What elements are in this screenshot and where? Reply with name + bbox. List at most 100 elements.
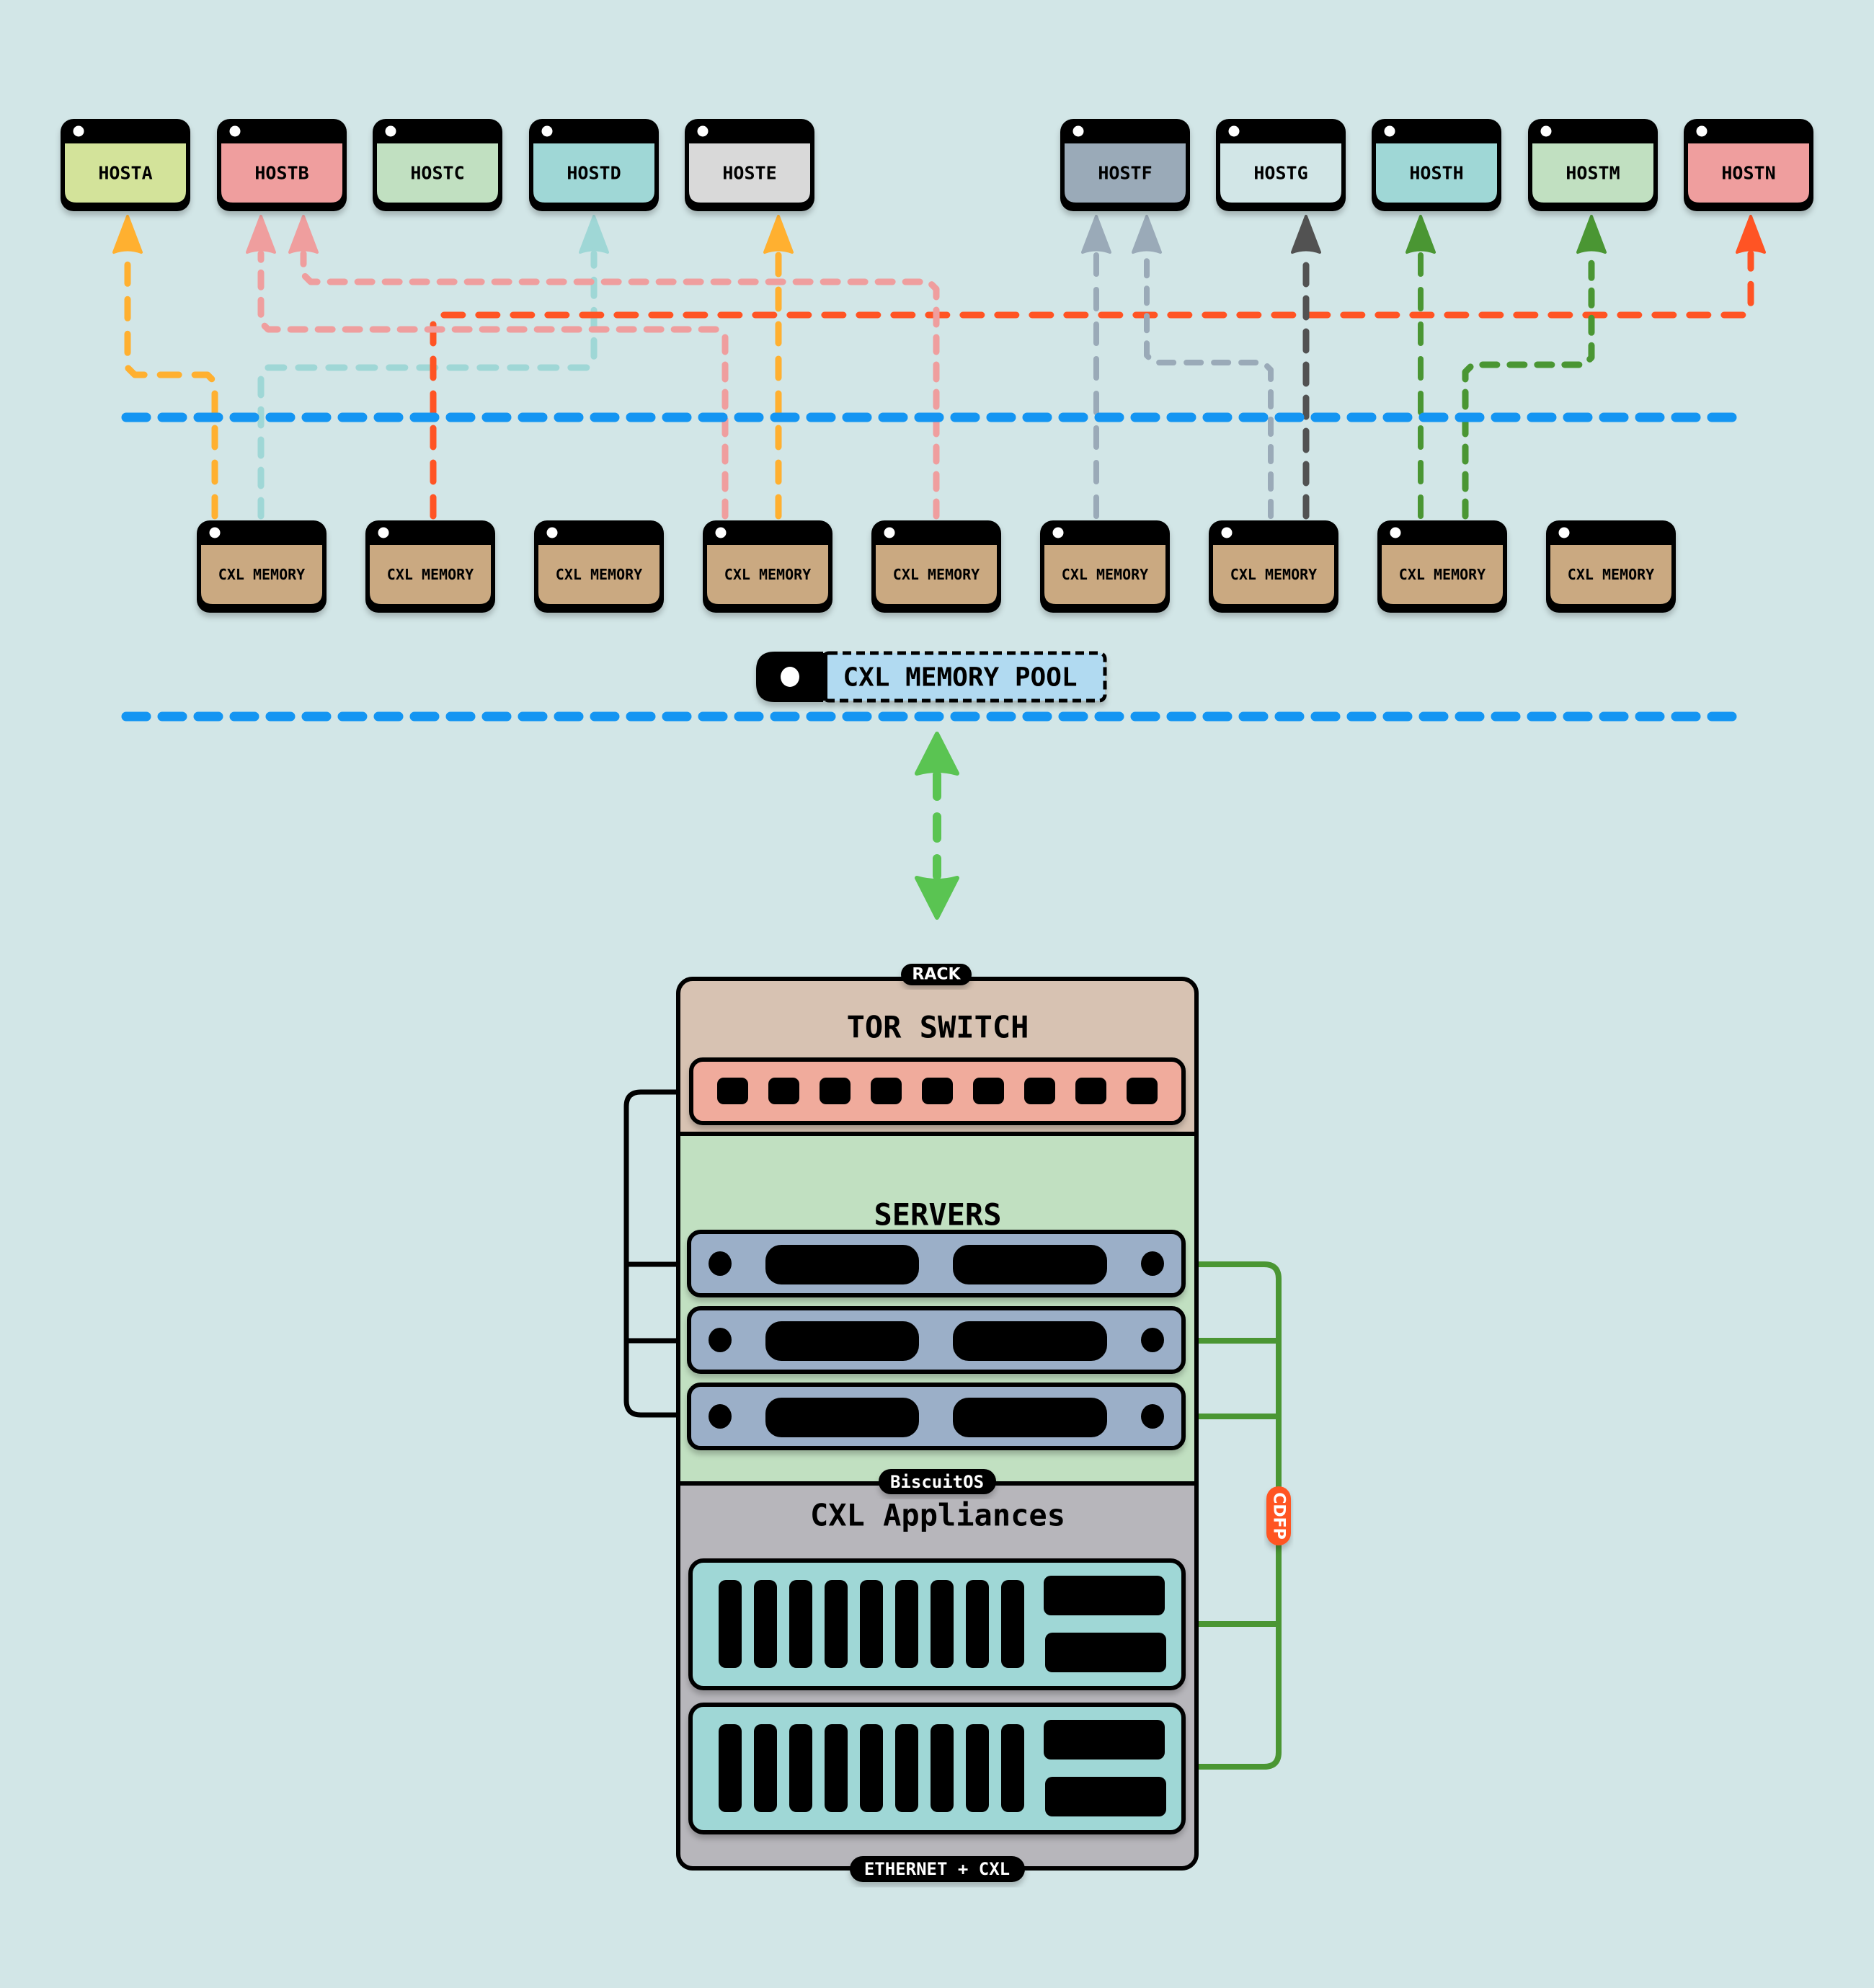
host-hosta-label: HOSTA (98, 163, 152, 184)
host-hostb-label: HOSTB (254, 163, 308, 184)
arrowhead-icon (246, 215, 276, 254)
window-dot-icon (1228, 125, 1240, 137)
cxl-appliance-2 (688, 1703, 1186, 1834)
drive-bay (953, 1245, 1107, 1284)
cxl-memory-9: CXL MEMORY (1546, 520, 1676, 613)
cxl-memory-row: CXL MEMORY CXL MEMORY CXL MEMORY CXL MEMORY… (197, 520, 1676, 613)
arrowhead-icon (1736, 215, 1766, 254)
link-memory-1-to-hostd (257, 215, 609, 520)
switch-port (871, 1078, 902, 1104)
arrowhead-icon (1576, 215, 1607, 254)
memory-slot (1001, 1580, 1024, 1668)
appliance-module (1044, 1576, 1165, 1615)
cxl-memory-4-label: CXL MEMORY (724, 566, 811, 583)
cxl-memory-1: CXL MEMORY (197, 520, 327, 613)
memory-slot (1001, 1724, 1024, 1812)
memory-slot (966, 1724, 989, 1812)
host-hoste: HOSTE (685, 119, 814, 211)
drive-bay (765, 1245, 919, 1284)
link-memory-7-to-hostf (1132, 215, 1274, 519)
memory-slot (860, 1724, 883, 1812)
cxl-memory-3: CXL MEMORY (534, 520, 664, 613)
window-dot-icon (209, 527, 221, 538)
window-dot-icon (1073, 125, 1084, 137)
cxl-appliances-title: CXL Appliances (810, 1498, 1065, 1533)
server-list (687, 1230, 1186, 1450)
cxl-memory-4: CXL MEMORY (703, 520, 832, 613)
host-hostn: HOSTN (1684, 119, 1813, 211)
cxl-memory-6: CXL MEMORY (1040, 520, 1170, 613)
server-led-icon (709, 1251, 732, 1276)
memory-slot (895, 1724, 918, 1812)
host-hosth-label: HOSTH (1409, 163, 1463, 184)
host-hostd-label: HOSTD (567, 163, 621, 184)
down-arrow-icon (915, 876, 959, 920)
link-memory-6-to-hostf (1081, 215, 1111, 519)
server-led-icon (709, 1404, 732, 1429)
host-hostm: HOSTM (1528, 119, 1658, 211)
cxl-memory-3-label: CXL MEMORY (556, 566, 642, 583)
host-hostb: HOSTB (217, 119, 347, 211)
switch-port (922, 1078, 953, 1104)
window-dot-icon (378, 527, 389, 538)
link-memory-8-to-hostm (1462, 215, 1607, 520)
host-hoste-label: HOSTE (722, 163, 776, 184)
memory-slot (895, 1580, 918, 1668)
server-led-icon (709, 1328, 732, 1352)
arrowhead-icon (1291, 215, 1321, 254)
cxl-memory-2: CXL MEMORY (365, 520, 495, 613)
switch-ports (717, 1078, 1158, 1104)
link-memory-7-to-hostg (1291, 215, 1321, 520)
window-dot-icon (1558, 527, 1570, 538)
switch-port (768, 1078, 799, 1104)
memory-host-links (112, 215, 1766, 520)
arrowhead-icon (763, 215, 794, 254)
window-dot-icon (541, 125, 553, 137)
window-dot-icon (1696, 125, 1708, 137)
arrowhead-icon (112, 215, 143, 254)
arrowhead-icon (1081, 215, 1111, 254)
cxl-memory-2-label: CXL MEMORY (387, 566, 474, 583)
switch-port (820, 1078, 851, 1104)
cxl-appliance-1 (688, 1558, 1186, 1690)
link-memory-4-to-hostb (246, 215, 729, 520)
server-led-icon (1141, 1404, 1164, 1429)
link-memory-8-to-hosth (1406, 215, 1436, 519)
memory-slot (825, 1724, 848, 1812)
ethernet-cxl-badge-label: ETHERNET + CXL (864, 1859, 1010, 1879)
cxl-memory-8: CXL MEMORY (1377, 520, 1507, 613)
pool-rack-link (915, 732, 959, 920)
memory-slot (860, 1580, 883, 1668)
host-row: HOSTA HOSTB HOSTC HOSTD HOSTE HOSTF HOSTG HOSTH… (61, 119, 1813, 211)
host-hostm-label: HOSTM (1566, 163, 1620, 184)
rack: TOR SWITCH SERVERS CXL Appliances RACK B… (676, 964, 1199, 1882)
window-dot-icon (697, 125, 709, 137)
window-dot-icon (1384, 125, 1395, 137)
link-memory-2-to-hostn (430, 215, 1766, 520)
host-hosth: HOSTH (1372, 119, 1501, 211)
up-arrow-icon (915, 732, 959, 776)
host-hostf-label: HOSTF (1098, 163, 1152, 184)
memory-slot (789, 1724, 812, 1812)
host-hostn-label: HOSTN (1721, 163, 1775, 184)
window-dot-icon (1052, 527, 1064, 538)
cxl-memory-9-label: CXL MEMORY (1568, 566, 1654, 583)
host-hostc-label: HOSTC (410, 163, 464, 184)
cxl-memory-6-label: CXL MEMORY (1062, 566, 1148, 583)
memory-slot (719, 1724, 742, 1812)
cxl-memory-5-label: CXL MEMORY (893, 566, 980, 583)
cxl-memory-pool-label: CXL MEMORY POOL (756, 651, 1107, 703)
link-memory-1-to-hosta (112, 215, 218, 520)
host-hostg-label: HOSTG (1253, 163, 1307, 184)
host-hosta: HOSTA (61, 119, 190, 211)
drive-bay (953, 1398, 1107, 1437)
biscuitos-badge-label: BiscuitOS (890, 1472, 984, 1492)
cxl-memory-8-label: CXL MEMORY (1399, 566, 1486, 583)
window-dot-icon (229, 125, 241, 137)
window-dot-icon (1221, 527, 1233, 538)
memory-slot (931, 1724, 954, 1812)
appliance-module (1044, 1720, 1165, 1760)
memory-slot (754, 1724, 777, 1812)
cdfp-badge: CDFP (1266, 1486, 1291, 1545)
